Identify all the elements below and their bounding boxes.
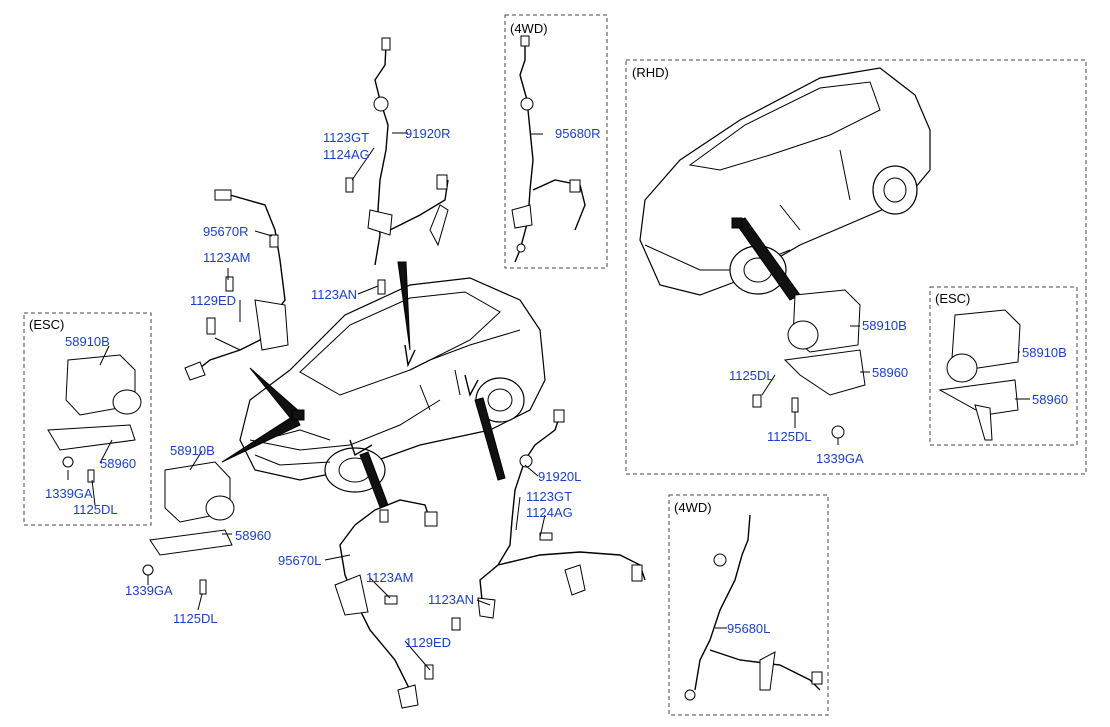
- leader-wedge-rear: [474, 397, 506, 481]
- label-1339ga-rhd: 1339GA: [816, 451, 864, 466]
- label-1123am-bot: 1123AM: [366, 570, 413, 585]
- abs-hydraulic-unit-mid: [142, 461, 235, 595]
- vehicle-rhd: [639, 67, 931, 296]
- wheel-sensor-95680r: [511, 35, 586, 263]
- label-58910b-esc-right: 58910B: [1022, 345, 1067, 360]
- label-1125dl-rhd-b: 1125DL: [767, 429, 812, 444]
- wheel-sensor-95670r: [184, 189, 289, 381]
- box-4wd-bottom: [668, 494, 829, 716]
- label-95670r: 95670R: [203, 224, 249, 239]
- label-91920l: 91920L: [538, 469, 581, 484]
- label-1129ed-bot: 1129ED: [405, 635, 451, 650]
- label-95670l: 95670L: [278, 553, 321, 568]
- label-1124ag-top: 1124AG: [323, 147, 370, 162]
- label-58960-esc-right: 58960: [1032, 392, 1068, 407]
- wheel-sensor-95670l: [334, 499, 438, 709]
- box-rhd: [625, 59, 1087, 475]
- label-1123am-top: 1123AM: [203, 250, 250, 265]
- label-91920r: 91920R: [405, 126, 451, 141]
- abs-module-icon: [291, 409, 305, 421]
- box-4wd-top: [504, 14, 608, 269]
- label-58960-mid: 58960: [235, 528, 271, 543]
- wheel-sensor-95680l: [684, 514, 823, 701]
- box-esc-left: [23, 312, 152, 526]
- label-95680l: 95680L: [727, 621, 770, 636]
- label-1339ga-mid: 1339GA: [125, 583, 173, 598]
- abs-hydraulic-unit-esc-left: [47, 354, 142, 483]
- group-label-esc-left: (ESC): [29, 317, 64, 332]
- label-95680r: 95680R: [555, 126, 601, 141]
- group-label-4wd-top: (4WD): [510, 21, 548, 36]
- group-label-rhd: (RHD): [632, 65, 669, 80]
- label-1339ga-esc-left: 1339GA: [45, 486, 93, 501]
- box-esc-right: [929, 286, 1078, 446]
- label-58960-rhd: 58960: [872, 365, 908, 380]
- label-58910b-esc-left: 58910B: [65, 334, 110, 349]
- group-label-esc-right: (ESC): [935, 291, 970, 306]
- label-58910b-rhd: 58910B: [862, 318, 907, 333]
- label-1125dl-mid: 1125DL: [173, 611, 218, 626]
- group-label-4wd-bottom: (4WD): [674, 500, 712, 515]
- label-1123gt-top: 1123GT: [323, 130, 369, 145]
- label-58910b-mid: 58910B: [170, 443, 215, 458]
- label-1124ag-bot: 1124AG: [526, 505, 573, 520]
- label-1123an-top: 1123AN: [311, 287, 357, 302]
- label-58960-esc-left: 58960: [100, 456, 136, 471]
- abs-hydraulic-unit-rhd: [752, 289, 866, 439]
- abs-hydraulic-unit-esc-right: [938, 309, 1021, 441]
- label-1129ed-top: 1129ED: [190, 293, 236, 308]
- wheel-sensor-91920l: [451, 409, 646, 631]
- harness-lines: [349, 344, 479, 457]
- wheel-sensor-91920r: [345, 37, 449, 295]
- label-1125dl-rhd-a: 1125DL: [729, 368, 774, 383]
- label-1125dl-esc-left: 1125DL: [73, 502, 118, 517]
- leader-wedge-top: [397, 261, 411, 351]
- leader-lines: [67, 132, 1030, 671]
- rhd-module-icon: [731, 217, 743, 229]
- label-1123an-bot: 1123AN: [428, 592, 474, 607]
- label-1123gt-bot: 1123GT: [526, 489, 572, 504]
